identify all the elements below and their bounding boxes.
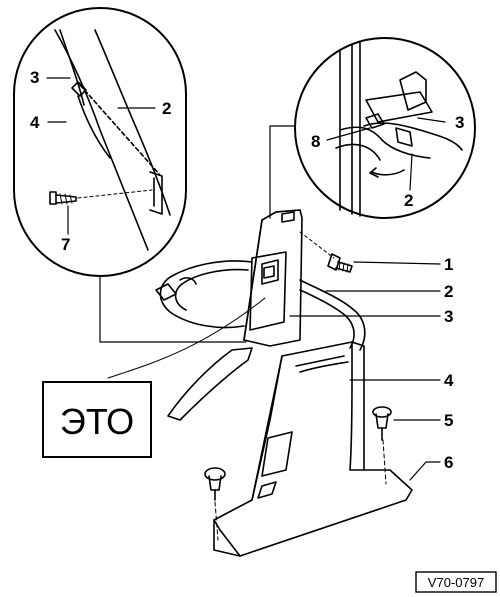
- figure-code: V70-0797: [428, 575, 484, 590]
- seat-belt: [155, 260, 366, 351]
- right-detail-circle: [294, 37, 476, 219]
- callout-1: 1: [444, 255, 453, 274]
- figure-code-box: V70-0797: [415, 571, 497, 593]
- callout-4-main: 4: [444, 371, 454, 390]
- callout-2-main: 2: [444, 282, 453, 301]
- callout-3-left: 3: [30, 68, 39, 87]
- callout-2-right: 2: [404, 191, 413, 210]
- callout-4-left: 4: [30, 113, 40, 132]
- callout-5: 5: [444, 411, 453, 430]
- pillar-trim-lower: [213, 341, 413, 557]
- callout-8: 8: [311, 132, 320, 151]
- reference-box: ЭТО: [42, 381, 152, 458]
- reference-box-label: ЭТО: [60, 401, 134, 442]
- clip-lower: [204, 467, 226, 541]
- callout-7: 7: [61, 235, 70, 254]
- left-detail-oval: [13, 7, 187, 277]
- clip-upper: [372, 406, 392, 485]
- callout-3-main: 3: [444, 307, 453, 326]
- callout-6: 6: [444, 453, 453, 472]
- callout-3-right: 3: [455, 113, 464, 132]
- pillar-trim-upper: [243, 209, 303, 347]
- screw: [299, 231, 353, 273]
- callout-2-left: 2: [162, 99, 171, 118]
